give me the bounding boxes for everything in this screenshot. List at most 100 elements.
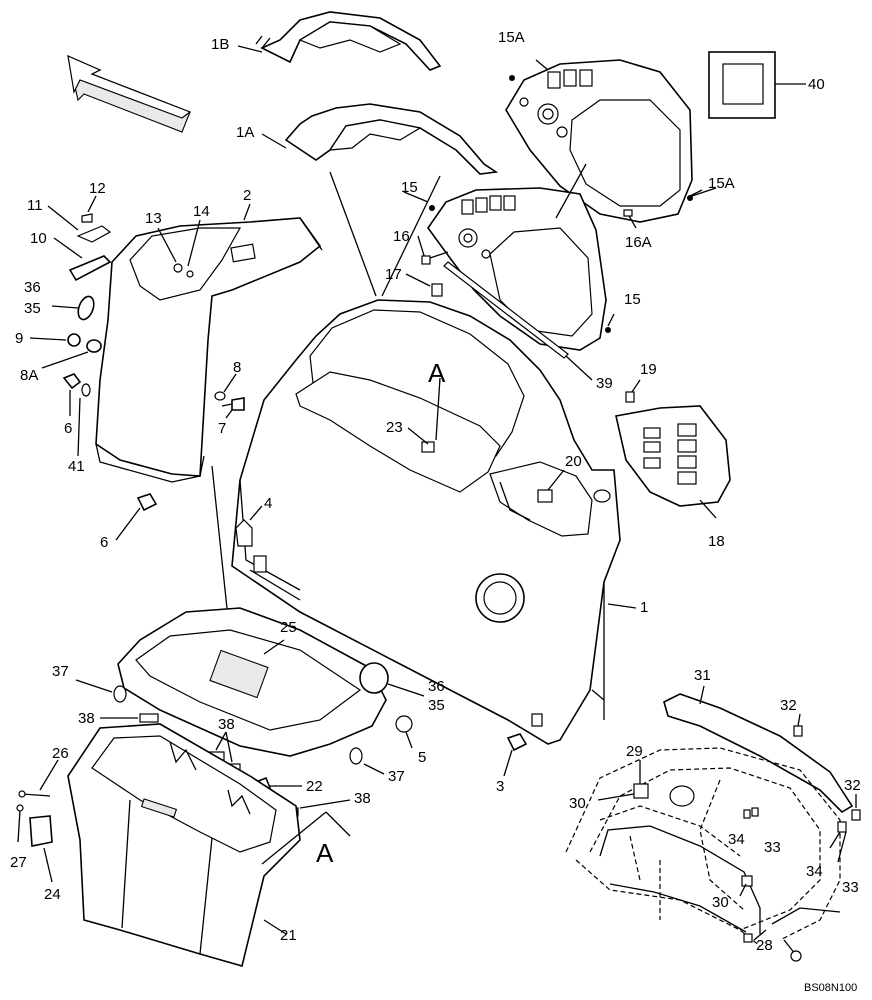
callout-23: 23 [386,419,403,436]
callout-33-center: 33 [764,839,781,856]
callout-10: 10 [30,230,47,247]
callout-21: 21 [280,927,297,944]
callout-38-a: 38 [78,710,95,727]
callout-15: 15 [401,179,418,196]
drawing-code: BS08N100 [804,982,857,994]
callout-14: 14 [193,203,210,220]
part-18-switch-panel [615,405,731,519]
callout-16A: 16A [625,234,652,251]
callout-1: 1 [640,599,648,616]
callout-1A: 1A [236,124,254,141]
callout-8A: 8A [20,367,38,384]
callout-20: 20 [565,453,582,470]
part-6-bolt-upper [62,373,82,416]
part-24-latch [29,815,53,883]
part-26-pin [18,759,59,798]
callout-15-right: 15 [624,291,641,308]
callout-9: 9 [15,330,23,347]
callout-16: 16 [393,228,410,245]
callout-37-right: 37 [388,768,405,785]
view-a-marker-bottom: A [316,838,334,868]
callout-24: 24 [44,886,61,903]
part-17-clip [405,273,443,297]
part-1A-shroud [284,103,499,297]
part-7-bolt [221,397,245,419]
callout-1B: 1B [211,36,229,53]
part-25-cover [117,607,387,757]
callout-35-left: 35 [24,300,41,317]
part-4-clip [235,505,263,547]
callout-34-center: 34 [728,831,745,848]
callout-6-lower: 6 [100,534,108,551]
callout-15A-right: 15A [708,175,735,192]
callout-31: 31 [694,667,711,684]
callout-5: 5 [418,749,426,766]
callout-3: 3 [496,778,504,795]
detail-view [565,685,861,962]
part-35-grommet-center [359,662,425,697]
callout-18: 18 [708,533,725,550]
part-27-pin [16,804,24,843]
part-9-nut [29,333,81,347]
callout-40: 40 [808,76,825,93]
part-11-bracket [47,205,112,243]
part-1-main-console [231,299,637,745]
part-35-grommet [51,295,95,321]
callout-19: 19 [640,361,657,378]
callout-32-top: 32 [780,697,797,714]
part-16-screw [417,235,449,265]
callout-26: 26 [52,745,69,762]
part-3-bolt [503,733,528,777]
part-37-clip-left [75,679,127,703]
callout-33-right: 33 [842,879,859,896]
callout-2: 2 [243,187,251,204]
callout-35-center: 35 [428,697,445,714]
part-15A-instrument-cluster [505,59,703,223]
callout-28: 28 [756,937,773,954]
part-40-decal [708,51,806,119]
callout-8: 8 [233,359,241,376]
callout-12: 12 [89,180,106,197]
part-10-bracket [53,237,112,282]
callout-32-right: 32 [844,777,861,794]
view-a-marker-top: A [428,358,446,388]
view-a-pointer-lines [261,811,351,865]
callout-15A-top: 15A [498,29,525,46]
callout-39: 39 [596,375,613,392]
callout-37-left: 37 [52,663,69,680]
part-21-storage-bin [67,723,301,967]
callout-27: 27 [10,854,27,871]
part-1B-shroud [255,11,442,71]
callout-labels: 1B 15A 40 1A 15A 12 11 2 13 14 15 16A 10… [10,29,861,994]
callout-29: 29 [626,743,643,760]
part-12-screw [81,195,97,223]
part-39-trim-strip [443,261,593,381]
part-38-pad-a [100,713,159,723]
part-16A-screw [623,209,637,229]
part-41-washer [77,383,91,457]
callout-11: 11 [27,197,43,214]
callout-36-center: 36 [428,678,445,695]
part-5-plug [395,715,413,749]
callout-4: 4 [264,495,272,512]
callout-7: 7 [218,420,226,437]
part-2-side-console [95,217,323,619]
part-6-bolt-lower [115,493,158,541]
callout-25: 25 [280,619,297,636]
front-direction-arrow [67,55,192,133]
callout-30-upper: 30 [569,795,586,812]
part-15-instrument-panel [403,163,717,351]
part-8A-washer [41,339,102,369]
callout-38-b: 38 [218,716,235,733]
part-19-screw [625,379,641,403]
callout-13: 13 [145,210,162,227]
callout-6-upper: 6 [64,420,72,437]
callout-22: 22 [306,778,323,795]
part-8-washer [214,373,237,401]
callout-34-right: 34 [806,863,823,880]
callout-41: 41 [68,458,85,475]
callout-38-c: 38 [354,790,371,807]
callout-36-left: 36 [24,279,41,296]
